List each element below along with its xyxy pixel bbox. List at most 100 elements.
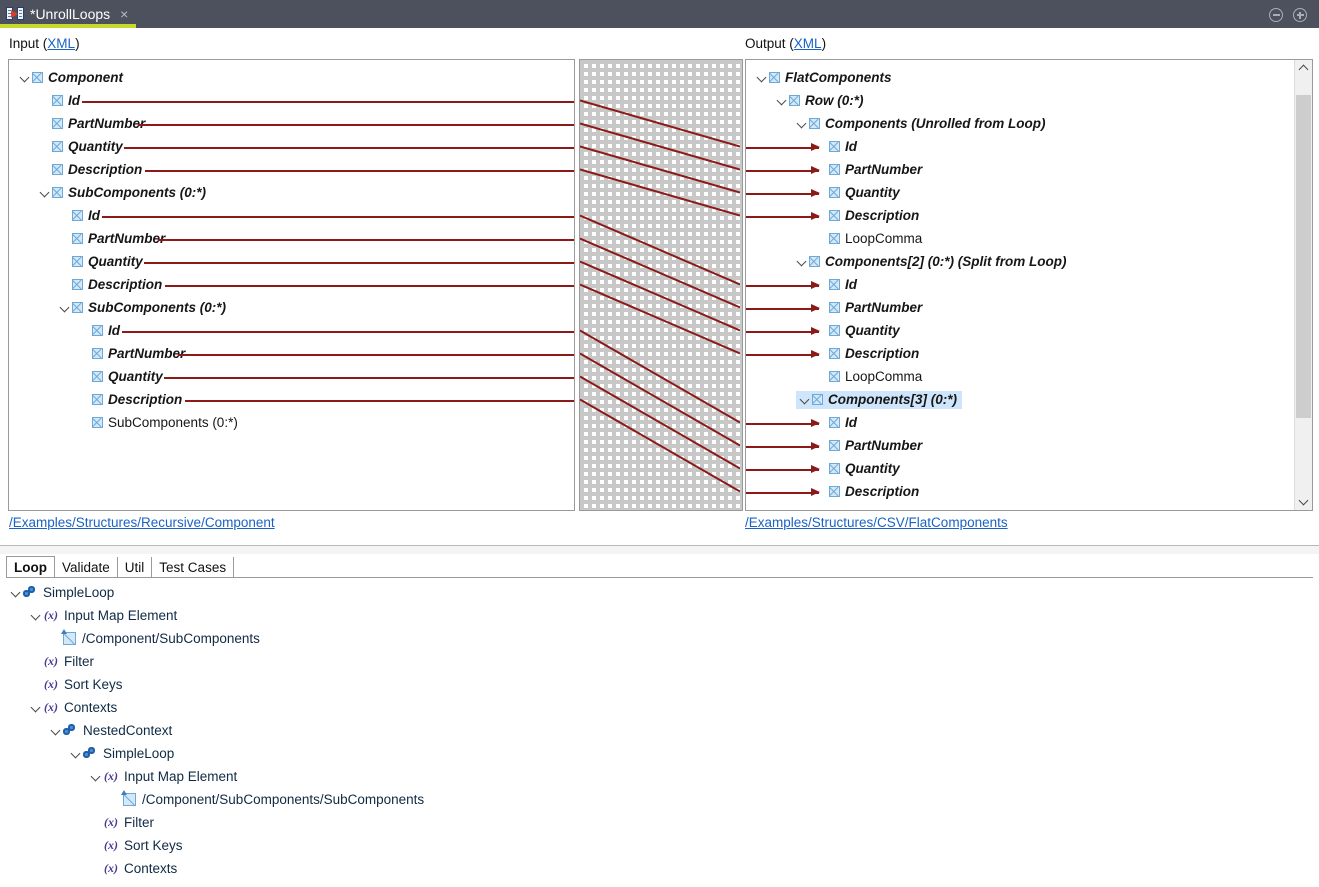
mapping-connector[interactable] bbox=[580, 260, 740, 332]
mapping-connector[interactable] bbox=[580, 375, 740, 470]
output-xml-link[interactable]: XML bbox=[793, 36, 822, 51]
input-tree-row[interactable]: Quantity bbox=[9, 250, 574, 273]
loop-tree-row[interactable]: (x)Filter bbox=[0, 650, 1319, 673]
loop-tree-row[interactable]: (x)Sort Keys bbox=[0, 834, 1319, 857]
output-tree-row[interactable]: Description bbox=[746, 480, 1312, 503]
input-mapping-line[interactable] bbox=[164, 376, 574, 379]
output-mapping-arrow[interactable] bbox=[746, 189, 820, 197]
bottom-tab-util[interactable]: Util bbox=[118, 557, 153, 578]
chevron-down-icon[interactable] bbox=[90, 770, 103, 783]
input-mapping-line[interactable] bbox=[158, 238, 574, 241]
output-tree-row[interactable]: Id bbox=[746, 273, 1312, 296]
input-mapping-line[interactable] bbox=[122, 330, 574, 333]
mapping-connector[interactable] bbox=[580, 237, 740, 309]
output-mapping-arrow[interactable] bbox=[746, 350, 820, 358]
input-tree-row[interactable]: Id bbox=[9, 319, 574, 342]
output-mapping-arrow[interactable] bbox=[746, 327, 820, 335]
mapping-connector[interactable] bbox=[580, 329, 740, 424]
output-mapping-arrow[interactable] bbox=[746, 143, 820, 151]
output-tree-row[interactable]: Quantity bbox=[746, 319, 1312, 342]
input-mapping-line[interactable] bbox=[185, 399, 574, 402]
mapping-canvas-panel[interactable] bbox=[579, 59, 743, 511]
input-tree-row[interactable]: Id bbox=[9, 204, 574, 227]
input-tree-row[interactable]: Description bbox=[9, 388, 574, 411]
output-mapping-arrow[interactable] bbox=[746, 488, 820, 496]
output-mapping-arrow[interactable] bbox=[746, 212, 820, 220]
input-mapping-line[interactable] bbox=[138, 123, 574, 126]
loop-tree-row[interactable]: (x)Filter bbox=[0, 811, 1319, 834]
input-tree-row[interactable]: Id bbox=[9, 89, 574, 112]
loop-tree-row[interactable]: SimpleLoop bbox=[0, 581, 1319, 604]
input-tree-row[interactable]: PartNumber bbox=[9, 112, 574, 135]
output-tree-row[interactable]: Id bbox=[746, 135, 1312, 158]
loop-tree-row[interactable]: /Component/SubComponents bbox=[0, 627, 1319, 650]
input-mapping-line[interactable] bbox=[124, 146, 574, 149]
chevron-down-icon[interactable] bbox=[776, 94, 789, 107]
chevron-down-icon[interactable] bbox=[796, 255, 809, 268]
output-mapping-arrow[interactable] bbox=[746, 465, 820, 473]
chevron-down-icon[interactable] bbox=[50, 724, 63, 737]
output-structure-path-link[interactable]: /Examples/Structures/CSV/FlatComponents bbox=[745, 515, 1008, 530]
chevron-down-icon[interactable] bbox=[19, 71, 32, 84]
chevron-up-icon[interactable] bbox=[1295, 60, 1312, 77]
output-mapping-arrow[interactable] bbox=[746, 419, 820, 427]
input-tree-row[interactable]: Description bbox=[9, 273, 574, 296]
input-tree-row[interactable]: Quantity bbox=[9, 135, 574, 158]
output-tree-row-selected[interactable]: Components[3] (0:*) bbox=[746, 388, 1312, 411]
input-mapping-line[interactable] bbox=[178, 353, 574, 356]
output-tree-row[interactable]: Description bbox=[746, 342, 1312, 365]
chevron-down-icon[interactable] bbox=[799, 393, 812, 406]
output-tree-row[interactable]: Quantity bbox=[746, 181, 1312, 204]
output-tree-scrollbar[interactable] bbox=[1294, 60, 1312, 510]
input-tree-row[interactable]: SubComponents (0:*) bbox=[9, 296, 574, 319]
bottom-tab-validate[interactable]: Validate bbox=[55, 557, 118, 578]
input-tree-row[interactable]: PartNumber bbox=[9, 227, 574, 250]
input-tree-row[interactable]: SubComponents (0:*) bbox=[9, 411, 574, 434]
output-mapping-arrow[interactable] bbox=[746, 304, 820, 312]
input-tree-row[interactable]: PartNumber bbox=[9, 342, 574, 365]
output-tree-row[interactable]: PartNumber bbox=[746, 296, 1312, 319]
loop-tree-row[interactable]: (x)Input Map Element bbox=[0, 604, 1319, 627]
chevron-down-icon[interactable] bbox=[1295, 493, 1312, 510]
chevron-down-icon[interactable] bbox=[796, 117, 809, 130]
minus-circle-icon[interactable] bbox=[1269, 8, 1283, 22]
bottom-tab-loop[interactable]: Loop bbox=[6, 556, 55, 578]
input-tree-row[interactable]: Description bbox=[9, 158, 574, 181]
input-structure-path-link[interactable]: /Examples/Structures/Recursive/Component bbox=[9, 515, 275, 530]
mapping-connector[interactable] bbox=[580, 122, 740, 171]
loop-tree-row[interactable]: (x)Contexts bbox=[0, 857, 1319, 880]
mapping-connector-lines[interactable] bbox=[580, 60, 740, 508]
loop-tree-row[interactable]: (x)Contexts bbox=[0, 696, 1319, 719]
mapping-connector[interactable] bbox=[580, 398, 740, 493]
chevron-down-icon[interactable] bbox=[59, 301, 72, 314]
close-icon[interactable]: × bbox=[120, 6, 129, 22]
output-tree-row[interactable]: LoopComma bbox=[746, 227, 1312, 250]
mapping-connector[interactable] bbox=[580, 99, 740, 148]
output-tree-row[interactable]: Id bbox=[746, 411, 1312, 434]
mapping-connector[interactable] bbox=[580, 214, 740, 286]
output-tree-row[interactable]: LoopComma bbox=[746, 365, 1312, 388]
mapping-connector[interactable] bbox=[580, 168, 740, 217]
loop-tree-row[interactable]: /Component/SubComponents/SubComponents bbox=[0, 788, 1319, 811]
plus-circle-icon[interactable] bbox=[1293, 8, 1307, 22]
output-tree-row[interactable]: FlatComponents bbox=[746, 66, 1312, 89]
chevron-down-icon[interactable] bbox=[70, 747, 83, 760]
input-tree-row[interactable]: Quantity bbox=[9, 365, 574, 388]
input-mapping-line[interactable] bbox=[102, 215, 574, 218]
bottom-tab-test-cases[interactable]: Test Cases bbox=[152, 557, 235, 578]
chevron-down-icon[interactable] bbox=[39, 186, 52, 199]
input-mapping-line[interactable] bbox=[145, 169, 574, 172]
output-tree-row[interactable]: Components[2] (0:*) (Split from Loop) bbox=[746, 250, 1312, 273]
scrollbar-thumb[interactable] bbox=[1296, 94, 1311, 418]
output-tree-row[interactable]: PartNumber bbox=[746, 434, 1312, 457]
output-tree-row[interactable]: Quantity bbox=[746, 457, 1312, 480]
input-mapping-line[interactable] bbox=[144, 261, 574, 264]
output-tree-row[interactable]: Row (0:*) bbox=[746, 89, 1312, 112]
mapping-connector[interactable] bbox=[580, 283, 740, 355]
input-tree-row[interactable]: Component bbox=[9, 66, 574, 89]
mapping-connector[interactable] bbox=[580, 352, 740, 447]
input-xml-link[interactable]: XML bbox=[47, 36, 76, 51]
output-mapping-arrow[interactable] bbox=[746, 442, 820, 450]
